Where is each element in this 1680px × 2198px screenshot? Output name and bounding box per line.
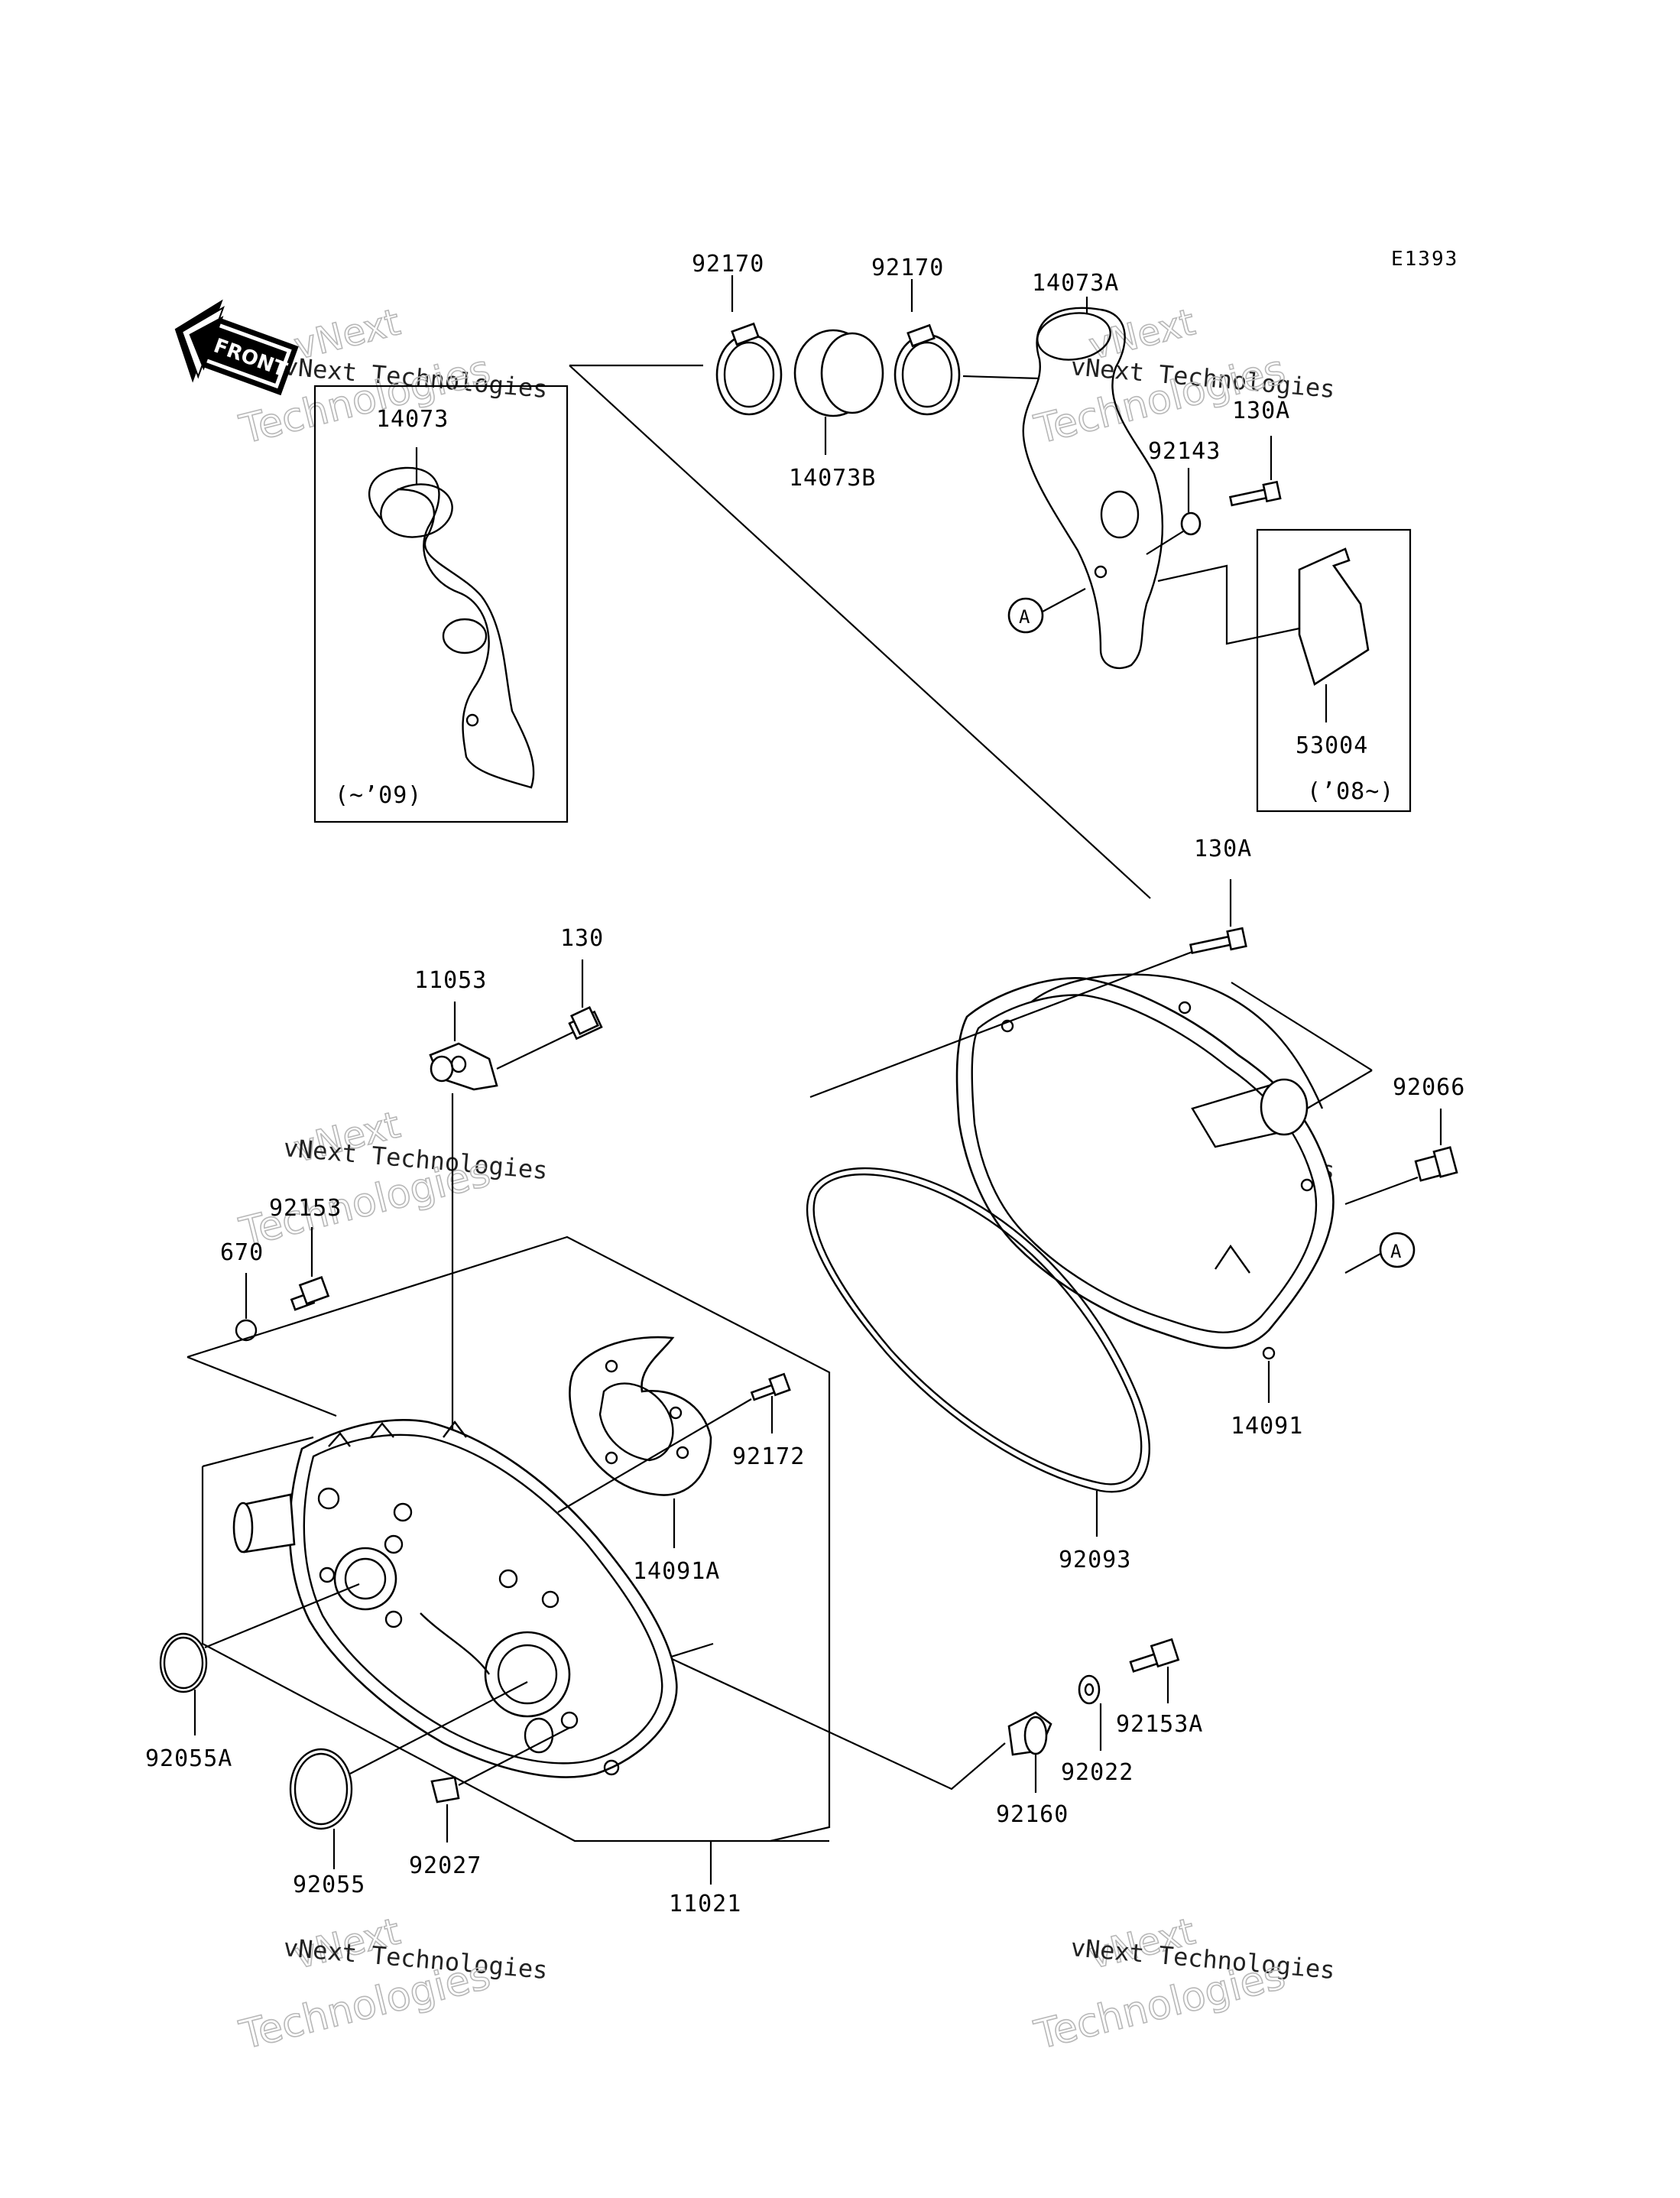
label-92093: 92093: [1059, 1547, 1131, 1573]
note-09: (~’09): [335, 782, 422, 809]
watermark-mid-left: vNext vNext Technologies Technologies: [235, 1103, 549, 1257]
part-92093-seal: 92093: [806, 1167, 1150, 1573]
part-92055A-oring: 92055A: [145, 1583, 360, 1772]
part-92143-nut: 92143: [1146, 438, 1221, 555]
label-130: 130: [560, 925, 604, 952]
part-92022-washer: 92022: [1061, 1674, 1134, 1786]
part-92170-clamp-2: 92170: [871, 255, 961, 416]
label-14091A: 14091A: [633, 1558, 720, 1585]
label-92055: 92055: [293, 1872, 365, 1898]
label-11021: 11021: [669, 1891, 741, 1917]
label-92022: 92022: [1061, 1759, 1134, 1786]
part-130A-bolt-top: 130A: [1228, 398, 1290, 507]
label-92027: 92027: [409, 1852, 482, 1879]
part-14073-box: 14073 (~’09): [313, 385, 569, 823]
label-53004: 53004: [1296, 732, 1368, 759]
part-14091A-plate: 14091A: [569, 1336, 720, 1585]
part-14091-outer-cover: 14091: [955, 973, 1373, 1440]
part-130-bolt: 130: [496, 925, 604, 1070]
part-92153-bolt: 92153: [269, 1195, 342, 1311]
diagram-code: E1393: [1391, 248, 1458, 271]
label-14073B: 14073B: [789, 465, 876, 492]
ref-A-label-1: A: [1019, 606, 1030, 628]
watermark-top-right: vNext vNext Technologies Technologies: [1030, 300, 1336, 454]
watermark-bottom-left: vNext vNext Technologies Technologies: [235, 1910, 549, 2060]
ref-A-top: A: [1007, 588, 1086, 634]
label-92066: 92066: [1393, 1074, 1465, 1101]
label-92153A: 92153A: [1116, 1711, 1203, 1738]
watermark-bottom-right: vNext vNext Technologies Technologies: [1030, 1910, 1336, 2060]
ref-A-label-2: A: [1390, 1241, 1402, 1262]
label-92172: 92172: [732, 1443, 805, 1470]
part-14073B-sleeve: 14073B: [789, 329, 884, 492]
part-14073A-duct: 14073A: [1022, 270, 1164, 670]
label-92153: 92153: [269, 1195, 342, 1222]
label-14091: 14091: [1231, 1413, 1303, 1440]
label-130A-top: 130A: [1232, 398, 1290, 424]
label-11053: 11053: [414, 967, 487, 994]
label-92143: 92143: [1148, 438, 1221, 465]
label-14073: 14073: [376, 406, 449, 433]
label-92170-b: 92170: [871, 255, 944, 281]
note-08: (’08~): [1307, 778, 1394, 805]
part-11021-inner-cover: [232, 1419, 678, 1778]
label-92160: 92160: [996, 1801, 1069, 1828]
part-92160-grommet: 92160: [996, 1711, 1069, 1828]
label-130A-mid: 130A: [1194, 836, 1252, 862]
part-92153A-bolt: 92153A: [1116, 1638, 1203, 1738]
label-92170-a: 92170: [692, 251, 764, 278]
part-670-oring: 670: [220, 1239, 264, 1342]
front-arrow-icon: FRONT: [174, 299, 299, 396]
part-92172-bolt: 92172: [557, 1372, 805, 1513]
part-11053-bracket: 11053: [414, 967, 498, 1460]
label-670: 670: [220, 1239, 264, 1266]
part-92027-plug: 92027: [409, 1727, 570, 1879]
label-14073A: 14073A: [1032, 270, 1119, 297]
part-92066-fitting: 92066: [1344, 1074, 1465, 1206]
part-92170-clamp-1: 92170: [692, 251, 783, 416]
ref-A-mid: A: [1344, 1232, 1416, 1274]
label-92055A: 92055A: [145, 1745, 232, 1772]
part-53004-box: 53004 (’08~): [1157, 528, 1412, 813]
part-92055-oring: 92055: [289, 1681, 528, 1898]
part-130A-bolt-mid: 130A: [809, 836, 1252, 1099]
